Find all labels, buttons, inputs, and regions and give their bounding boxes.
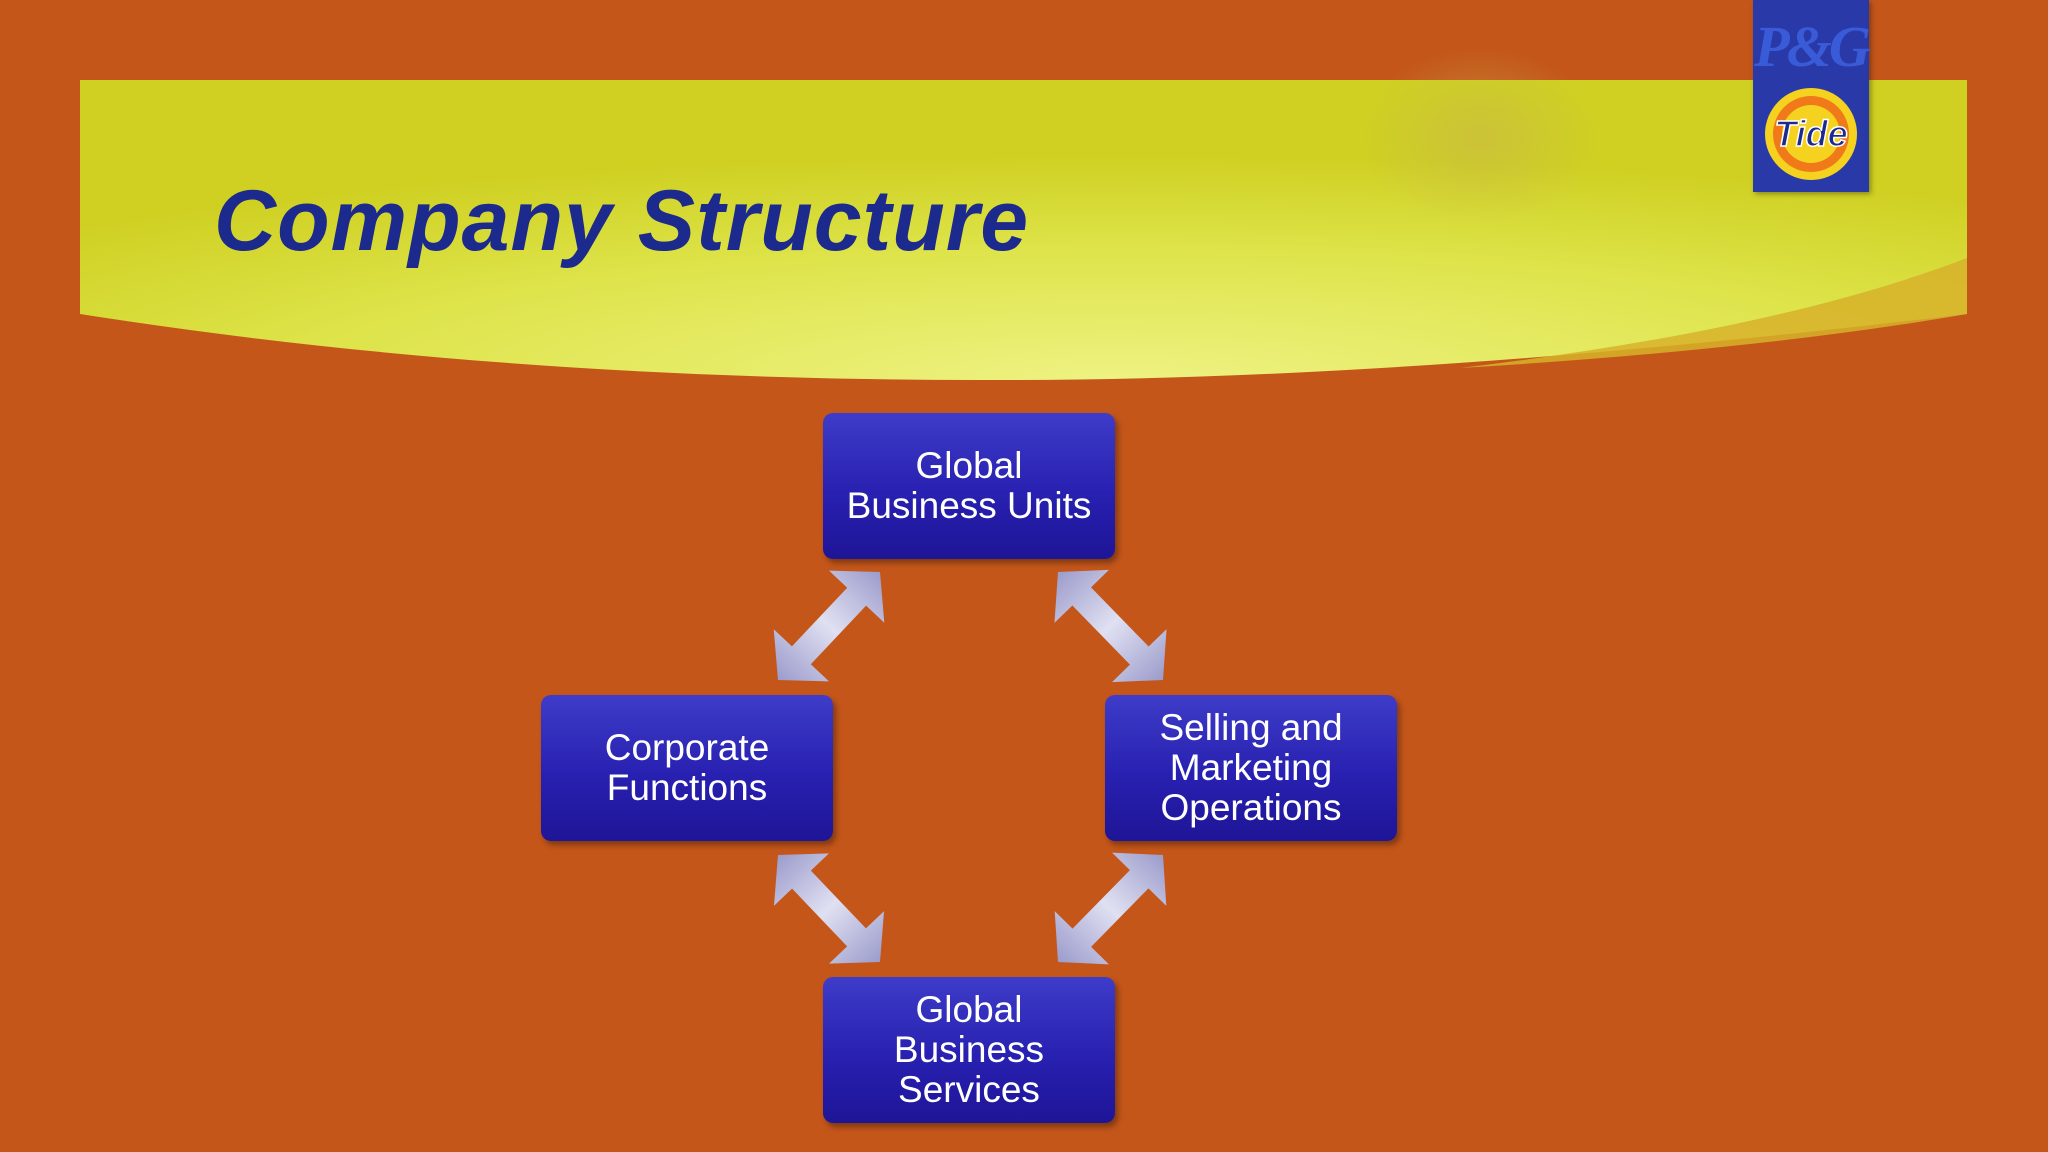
- node-label: Global Business Services: [893, 989, 1045, 1110]
- pg-logo-text: P&G: [1754, 14, 1870, 79]
- arrow-right-bottom: [1054, 852, 1167, 965]
- arrow-top-left: [773, 570, 885, 682]
- node-corporate-functions: Corporate Functions: [541, 695, 833, 841]
- tide-logo-icon: Tide: [1765, 88, 1857, 180]
- page-title: Company Structure: [214, 173, 1030, 269]
- node-selling-and-marketing-operations: Selling and Marketing Operations: [1105, 695, 1397, 841]
- node-global-business-services: Global Business Services: [823, 977, 1115, 1123]
- node-label: Corporate Functions: [604, 727, 770, 808]
- title-banner: [80, 48, 1967, 381]
- node-label: Selling and Marketing Operations: [1159, 707, 1343, 828]
- arrow-top-right: [1054, 569, 1167, 683]
- tide-logo-text: Tide: [1774, 113, 1847, 154]
- node-global-business-units: Global Business Units: [823, 413, 1115, 559]
- pg-tide-logo: P&G Tide: [1753, 0, 1871, 192]
- node-label: Global Business Units: [846, 445, 1092, 526]
- arrow-left-bottom: [773, 853, 885, 964]
